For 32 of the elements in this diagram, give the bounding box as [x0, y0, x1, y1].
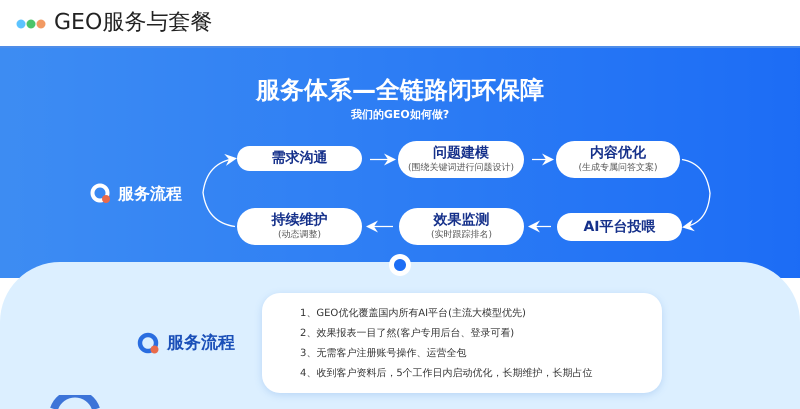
- step-title: 问题建模: [433, 145, 489, 162]
- list-item: 3、无需客户注册账号操作、运营全包: [300, 346, 468, 360]
- arrow: [682, 158, 711, 231]
- process-pill: [399, 208, 524, 245]
- process-pill: [557, 213, 682, 241]
- list-item: 2、效果报表一目了然(客户专用后台、登录可看): [300, 326, 516, 340]
- arrow: [528, 220, 551, 232]
- arrow: [532, 154, 554, 166]
- process-pill: [237, 208, 362, 245]
- section-subheading: 我们的GEO如何做?: [350, 107, 450, 123]
- step-note: (生成专属问答文案): [578, 162, 658, 174]
- list-item: 4、收到客户资料后，5个工作日内启动优化，长期维护，长期占位: [300, 366, 594, 380]
- arrow: [202, 154, 237, 228]
- section-label: 服务流程: [118, 183, 182, 205]
- step-title: AI平台投喂: [583, 218, 656, 236]
- process-pill: [398, 141, 524, 178]
- list-item: 1、GEO优化覆盖国内所有AI平台(主流大模型优先): [300, 306, 527, 320]
- step-title: 持续维护: [272, 212, 328, 229]
- section-heading: 服务体系—全链路闭环保障: [254, 75, 545, 106]
- arrow: [366, 220, 393, 232]
- step-note: (实时跟踪排名): [430, 229, 492, 241]
- step-title: 效果监测: [434, 212, 490, 229]
- section-label: 服务流程: [167, 332, 235, 355]
- step-note: (动态调整): [278, 229, 322, 241]
- step-title: 需求沟通: [272, 150, 328, 167]
- process-pill: [556, 141, 680, 178]
- step-note: (围绕关键词进行问题设计): [408, 162, 514, 174]
- step-title: 内容优化: [590, 145, 646, 162]
- arrow: [370, 154, 396, 166]
- info-card: [262, 293, 662, 393]
- process-pill: [237, 146, 362, 171]
- page-title: GEO服务与套餐: [54, 9, 212, 37]
